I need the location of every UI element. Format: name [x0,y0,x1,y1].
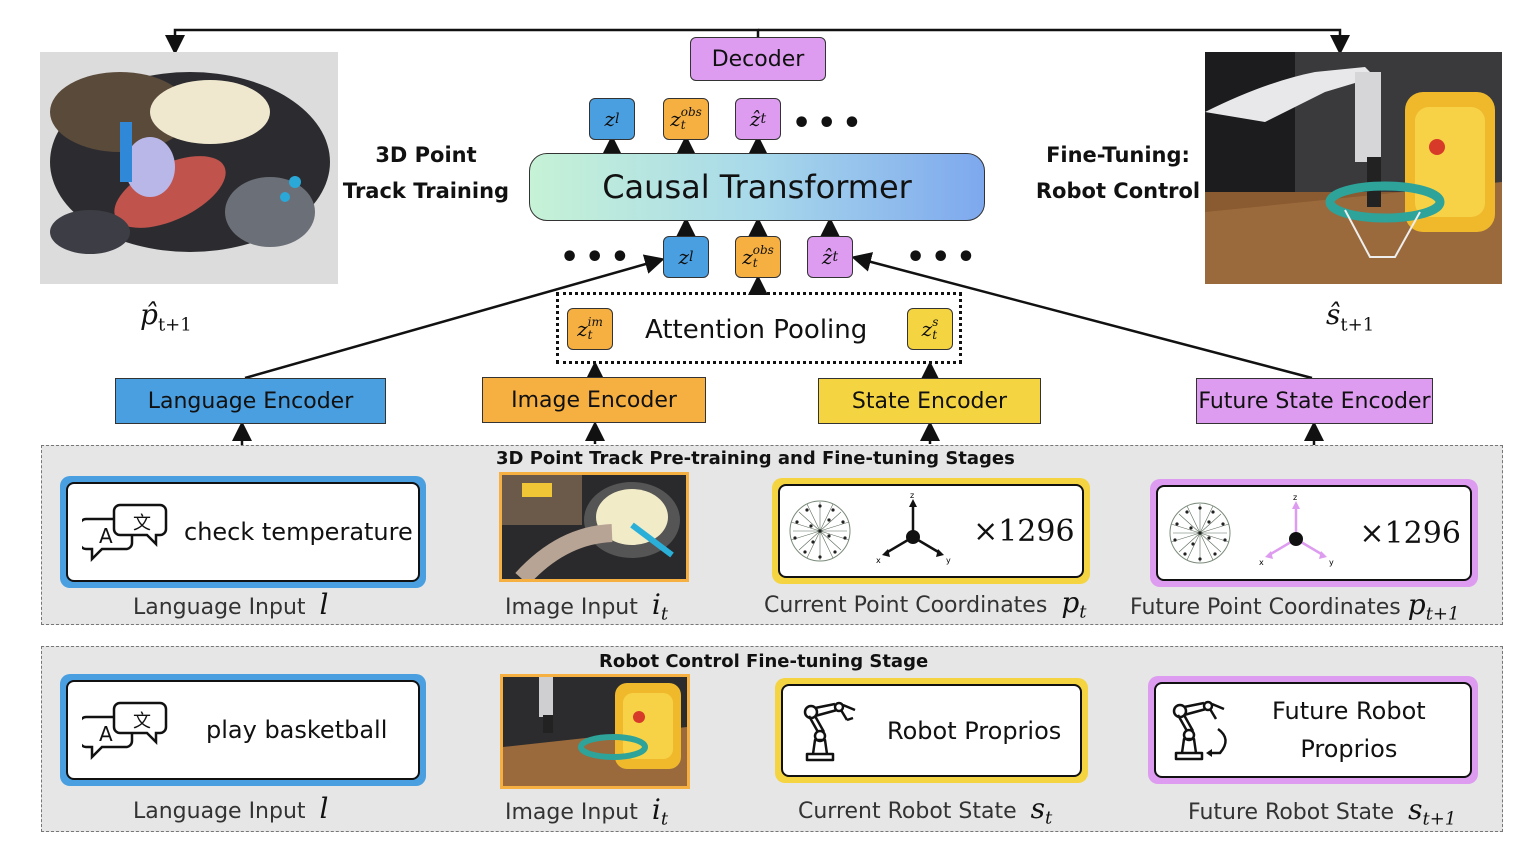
left-output-label: p̂t+1 [140,298,192,336]
stage2-current-state-card: Robot Proprios [775,678,1088,783]
stage1-title: 3D Point Track Pre-training and Fine-tun… [496,448,1015,469]
ellipsis-left: ••• [560,240,636,275]
language-encoder-box: Language Encoder [115,378,386,424]
left-panel-title: 3D Point Track Training [342,143,510,203]
stage1-current-points-card: z x y ×1296 [772,478,1090,584]
ellipsis-top: ••• [792,106,868,141]
stage1-future-count: ×1296 [1359,515,1461,551]
causal-transformer-box: Causal Transformer [529,153,985,221]
attention-pooling-label: Attention Pooling [645,315,868,345]
stage2-robot-image [500,674,690,789]
stage2-future-box-label: Future Robot Proprios [1272,697,1426,763]
robot-basketball-photo [1205,52,1502,284]
stage1-language-text: check temperature [184,518,413,546]
ellipsis-right: ••• [906,240,982,275]
translate-icon: A 文 [82,701,168,761]
stage2-future-state-card: Future Robot Proprios [1148,676,1478,784]
svg-text:y: y [946,556,951,565]
svg-text:文: 文 [133,711,151,732]
stage1-kitchen-image [499,472,689,582]
decoder-box: Decoder [690,37,826,81]
robot-arm-icon [803,701,856,761]
stage1-language-card: A 文 check temperature [60,476,426,588]
axes-icon: z x y [876,491,951,565]
stage2-language-text: play basketball [206,716,388,744]
stage1-current-caption: Current Point Coordinates pt [764,586,1087,623]
stage2-future-caption: Future Robot State st+1 [1188,793,1457,830]
stage2-title: Robot Control Fine-tuning Stage [599,651,929,672]
svg-text:A: A [99,722,113,746]
axes-icon: z x y [1259,493,1334,567]
svg-text:z: z [1293,493,1297,502]
right-output-label: ŝt+1 [1326,298,1375,336]
right-panel-title: Fine-Tuning: Robot Control [1035,143,1201,203]
stage1-image-caption: Image Input it [505,588,669,625]
stage1-current-count: ×1296 [973,513,1075,549]
point-cloud-icon [1169,502,1231,564]
image-encoder-box: Image Encoder [482,377,706,423]
point-cloud-image [40,52,338,284]
svg-text:文: 文 [133,513,151,534]
stage1-future-points-card: z x y ×1296 [1150,479,1478,587]
future-state-encoder-box: Future State Encoder [1196,378,1433,424]
svg-text:x: x [1259,558,1264,567]
svg-text:y: y [1329,558,1334,567]
robot-arm-cycle-icon [1172,700,1227,761]
stage1-future-caption: Future Point Coordinates pt+1 [1130,588,1460,625]
svg-text:x: x [876,556,881,565]
stage2-language-card: A 文 play basketball [60,674,426,786]
stage2-image-caption: Image Input it [505,793,669,830]
stage2-language-caption: Language Input l [133,792,329,825]
point-cloud-icon [789,500,851,562]
stage2-current-caption: Current Robot State st [798,792,1053,829]
stage1-language-caption: Language Input l [133,588,329,621]
svg-text:z: z [910,491,914,500]
state-encoder-box: State Encoder [818,378,1041,424]
stage2-current-box-label: Robot Proprios [887,716,1062,745]
svg-text:A: A [99,524,113,548]
translate-icon: A 文 [82,503,168,563]
